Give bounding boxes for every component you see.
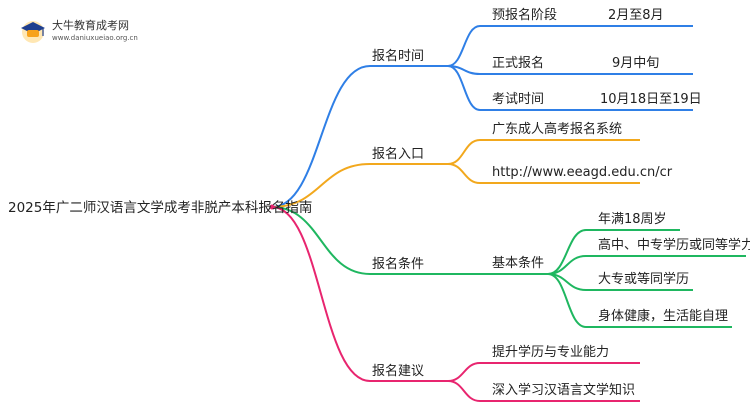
root-node-dot xyxy=(269,204,275,210)
graduation-cap-icon xyxy=(21,21,45,43)
root-topic: 2025年广二师汉语言文学成考非脱产本科报名指南 xyxy=(8,200,312,216)
branch-label-2: 报名条件 xyxy=(372,256,424,272)
child-label-3-1: 深入学习汉语言文学知识 xyxy=(492,382,635,398)
branch-connector-2 xyxy=(271,206,371,275)
branch-connector-0 xyxy=(271,65,371,208)
child-label-1-1: http://www.eeagd.edu.cn/cr xyxy=(492,165,673,180)
child-connector-0-2 xyxy=(447,65,481,111)
child-label-0-0: 预报名阶段 xyxy=(492,7,557,23)
child-label-2-0: 基本条件 xyxy=(492,255,544,271)
grandchild-connector-3 xyxy=(547,273,587,328)
branch-label-0: 报名时间 xyxy=(372,48,424,64)
child-label-1-0: 广东成人高考报名系统 xyxy=(492,121,622,137)
branch-label-1: 报名入口 xyxy=(372,146,424,162)
grandchild-connector-0 xyxy=(547,229,587,275)
site-logo: 大牛教育成考网 www.daniuxueiao.org.cn xyxy=(18,14,138,48)
branch-connector-1 xyxy=(271,163,371,208)
child-value-0-1: 9月中旬 xyxy=(612,56,659,71)
child-connector-1-1 xyxy=(447,163,481,184)
grandchild-label-3: 身体健康，生活能自理 xyxy=(598,308,728,324)
logo-name: 大牛教育成考网 xyxy=(52,19,129,32)
grandchild-label-0: 年满18周岁 xyxy=(598,212,667,227)
branch-label-3: 报名建议 xyxy=(372,363,424,379)
grandchild-label-2: 大专或等同学历 xyxy=(598,271,689,287)
child-label-0-1: 正式报名 xyxy=(492,55,544,71)
child-connector-3-1 xyxy=(447,380,481,402)
grandchild-label-1: 高中、中专学历或同等学力 xyxy=(598,237,750,253)
child-label-0-2: 考试时间 xyxy=(492,92,544,107)
branch-connector-3 xyxy=(271,206,371,382)
child-connector-0-0 xyxy=(447,25,481,67)
child-connector-1-0 xyxy=(447,139,481,165)
child-label-3-0: 提升学历与专业能力 xyxy=(492,344,609,360)
child-value-0-0: 2月至8月 xyxy=(608,8,664,23)
logo-url: www.daniuxueiao.org.cn xyxy=(52,34,138,42)
child-connector-3-0 xyxy=(447,362,481,382)
child-value-0-2: 10月18日至19日 xyxy=(600,92,702,107)
